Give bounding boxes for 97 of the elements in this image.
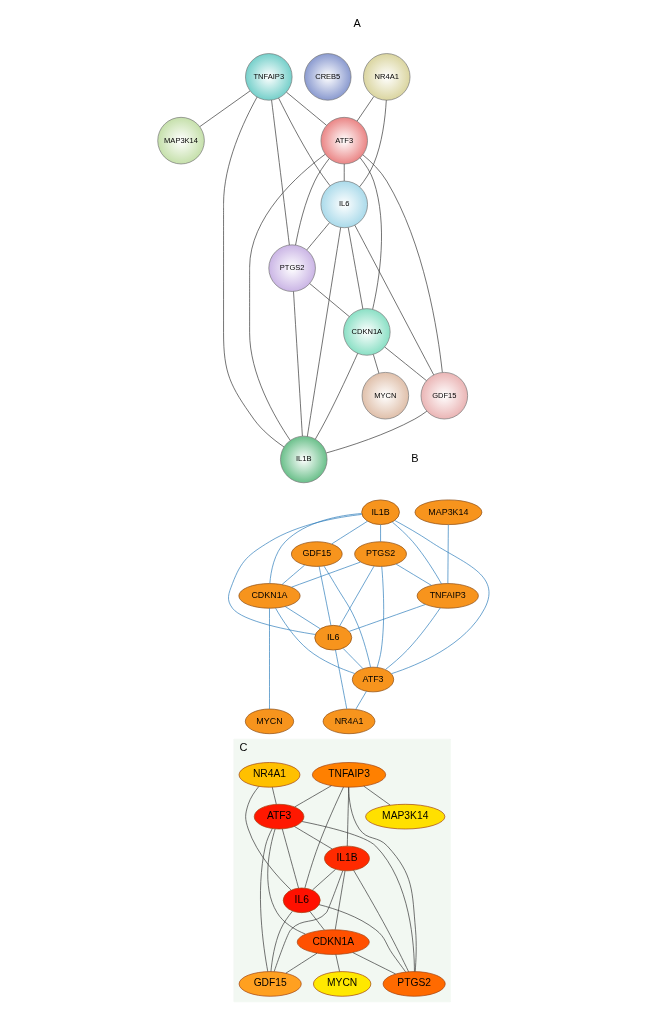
connector [271,786,277,805]
connector [391,521,442,585]
connector [293,785,332,808]
node-ellipse: TNFAIP3 [416,583,479,609]
connector [356,96,374,122]
connector [290,561,361,588]
connector [199,90,250,127]
node-circle: PTGS2 [267,244,316,292]
node-circle: ATF3 [320,117,368,165]
node-ellipse: TNFAIP3 [311,762,386,788]
node-ellipse: IL6 [313,625,352,651]
connector [269,513,362,584]
connector [390,520,489,674]
connector [285,952,317,974]
connector [259,828,273,972]
connector [293,826,333,850]
label: A [353,16,361,29]
connector [362,785,391,806]
connector [347,786,417,972]
connector [248,154,325,441]
connector [323,565,371,668]
connector [362,154,443,373]
node-ellipse: MYCN [244,708,294,735]
connector [338,565,374,627]
connector [284,606,321,630]
connector [379,524,381,542]
connector [383,346,427,381]
node-ellipse: MYCN [312,971,371,997]
connector [227,514,362,635]
connector [348,604,426,632]
connector [354,690,367,710]
connector [285,91,327,126]
connector [277,97,330,187]
connector [309,911,325,931]
connector [330,520,368,545]
node-circle: MAP3K14 [156,117,205,165]
connector [358,99,387,188]
connector [281,828,299,889]
connector [292,291,303,437]
connector [325,410,427,454]
connector [270,910,293,972]
connector [281,564,305,585]
node-ellipse: NR4A1 [322,708,375,735]
connector [268,607,270,710]
connector [274,607,355,674]
connector [304,786,344,889]
node-circle: NR4A1 [362,53,410,101]
node-circle: MYCN [361,372,409,420]
node-ellipse: CDKN1A [296,929,370,955]
node-ellipse: IL1B [360,499,400,525]
connector [335,954,340,972]
node-ellipse: GDF15 [290,541,343,567]
connector [309,283,350,317]
connector [359,157,382,310]
node-ellipse: PTGS2 [353,541,407,567]
connector [306,227,341,437]
node-circle: IL1B [279,435,327,484]
connector [372,354,379,374]
connector [334,870,345,930]
node-ellipse: MAP3K14 [414,499,482,525]
label: B [410,452,418,465]
connector [244,786,291,891]
connector [343,163,345,182]
node-ellipse: CDKN1A [238,583,300,609]
node-ellipse: NR4A1 [238,762,300,788]
connector [384,607,441,670]
connector [222,96,284,448]
connector [314,353,358,440]
connector [294,158,329,246]
node-circle: CREB5 [303,53,351,101]
connector [395,563,432,586]
node-circle: IL6 [320,180,368,229]
connector [311,869,336,891]
node-ellipse: ATF3 [253,803,304,830]
connector [318,904,406,973]
node-circle: GDF15 [420,372,468,420]
connector [376,566,384,668]
node-ellipse: IL6 [282,887,321,913]
connector [266,828,306,935]
connector [352,952,396,975]
connector [352,869,409,973]
node-ellipse: ATF3 [351,666,394,693]
connector [347,227,363,310]
connector [273,870,343,972]
connector [318,566,331,626]
connector [447,524,449,584]
node-ellipse: PTGS2 [382,971,446,997]
node-ellipse: GDF15 [238,971,302,997]
connector [334,649,347,710]
connector [301,821,415,972]
node-ellipse: MAP3K14 [364,803,445,830]
node-ellipse: IL1B [323,845,370,872]
node-circle: TNFAIP3 [244,53,292,101]
node-circle: CDKN1A [342,308,390,356]
connector [305,222,330,251]
connector [354,224,434,376]
connector [270,99,290,246]
